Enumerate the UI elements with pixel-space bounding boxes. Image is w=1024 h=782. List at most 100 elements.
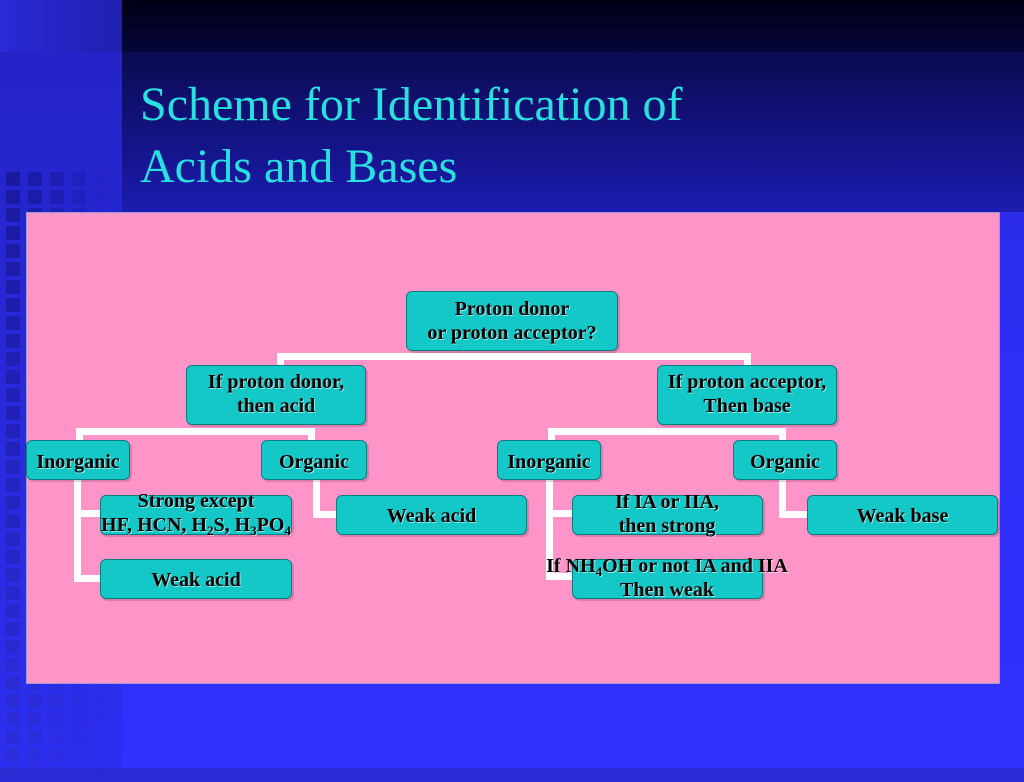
decorative-square (6, 262, 20, 276)
decorative-square (28, 748, 42, 762)
decorative-square-row (0, 692, 122, 710)
donor-inorganic-node (26, 440, 130, 480)
decorative-square (6, 676, 20, 690)
proton-donor-node (186, 365, 366, 425)
ia-iia-line-2: then strong (618, 515, 716, 537)
decorative-square (6, 658, 20, 672)
decorative-square-row (0, 170, 122, 188)
decorative-square (94, 748, 108, 762)
connector (308, 428, 315, 442)
decorative-square (72, 172, 86, 186)
decorative-square (6, 550, 20, 564)
decorative-square (6, 694, 20, 708)
decorative-square (50, 172, 64, 186)
acid-list-text: S, H (213, 514, 251, 536)
decorative-square (6, 730, 20, 744)
root-label-line-1: Proton donor (454, 298, 570, 320)
decorative-square (94, 172, 108, 186)
header-corner (0, 0, 122, 52)
decorative-square-row (0, 728, 122, 746)
connector (277, 353, 284, 367)
proton-donor-line-1: If proton donor, (207, 371, 345, 393)
decorative-square (94, 190, 108, 204)
donor-inorganic-label: Inorganic (36, 451, 120, 473)
acceptor-inorganic-label: Inorganic (507, 451, 591, 473)
weak-base-label: Weak base (856, 505, 949, 527)
subscript: 4 (284, 523, 291, 538)
decorative-square (6, 460, 20, 474)
decorative-square (6, 424, 20, 438)
strong-except-line-1: Strong except (137, 490, 255, 512)
decorative-square (94, 766, 108, 780)
connector (74, 478, 81, 582)
decorative-square (94, 694, 108, 708)
acceptor-organic-label: Organic (750, 451, 820, 473)
proton-acceptor-line-1: If proton acceptor, (667, 371, 827, 393)
ia-iia-label: If IA or IIA, then strong (562, 490, 772, 538)
decorative-square (6, 712, 20, 726)
decorative-square (6, 622, 20, 636)
decorative-square (50, 748, 64, 762)
connector (74, 510, 104, 517)
decorative-square (6, 442, 20, 456)
decorative-square (6, 172, 20, 186)
decorative-square (28, 172, 42, 186)
donor-inorganic-weak-acid-label: Weak acid (151, 569, 241, 591)
connector (744, 353, 751, 367)
root-label-line-2: or proton acceptor? (427, 322, 597, 344)
ia-iia-line-1: If IA or IIA, (614, 491, 720, 513)
decorative-square-row (0, 188, 122, 206)
proton-acceptor-label: If proton acceptor, Then base (637, 370, 857, 418)
decorative-square (72, 730, 86, 744)
decorative-square (72, 748, 86, 762)
subscript: 2 (206, 523, 214, 538)
decorative-square (6, 568, 20, 582)
decorative-square (72, 712, 86, 726)
connector (313, 478, 320, 518)
slide-title: Scheme for Identification of Acids and B… (140, 74, 940, 198)
connector (313, 511, 340, 518)
donor-organic-weak-acid-node (336, 495, 527, 535)
connector (548, 428, 555, 442)
proton-acceptor-node (657, 365, 837, 425)
nh4oh-text: If NH (546, 555, 596, 577)
decorative-square-row (0, 764, 122, 782)
connector (548, 428, 786, 435)
decorative-square (94, 730, 108, 744)
strong-except-node (100, 495, 292, 535)
acid-list-text: HF, HCN, H (101, 514, 207, 536)
connector (779, 478, 786, 518)
decorative-square (72, 766, 86, 780)
donor-organic-weak-acid-label: Weak acid (386, 505, 477, 527)
nh4oh-label: If NH4OH or not IA and IIA Then weak (492, 554, 842, 602)
root-label: Proton donor or proton acceptor? (396, 297, 628, 345)
connector (779, 428, 786, 442)
decorative-square (50, 694, 64, 708)
decorative-square (6, 316, 20, 330)
proton-donor-label: If proton donor, then acid (176, 370, 376, 418)
decorative-square (72, 190, 86, 204)
connector (76, 428, 315, 435)
decorative-square (6, 496, 20, 510)
decorative-square (28, 190, 42, 204)
decorative-square (6, 406, 20, 420)
nh4oh-line-1: If NH4OH or not IA and IIA (492, 554, 842, 578)
decorative-square (6, 478, 20, 492)
decorative-square (6, 298, 20, 312)
nh4oh-text: OH or not IA and IIA (602, 555, 788, 577)
decorative-square (50, 730, 64, 744)
ia-iia-node (572, 495, 763, 535)
donor-organic-node (261, 440, 367, 480)
decorative-square (6, 640, 20, 654)
strong-except-label: Strong except HF, HCN, H2S, H3PO4 (56, 489, 336, 537)
acid-list-text: PO (256, 514, 285, 536)
decorative-square (50, 190, 64, 204)
decorative-square (28, 730, 42, 744)
weak-base-node (807, 495, 998, 535)
decorative-square (28, 712, 42, 726)
strong-except-line-2: HF, HCN, H2S, H3PO4 (56, 513, 336, 537)
acceptor-inorganic-node (497, 440, 601, 480)
decorative-square (6, 766, 20, 780)
connector (546, 478, 553, 580)
decorative-square (6, 370, 20, 384)
